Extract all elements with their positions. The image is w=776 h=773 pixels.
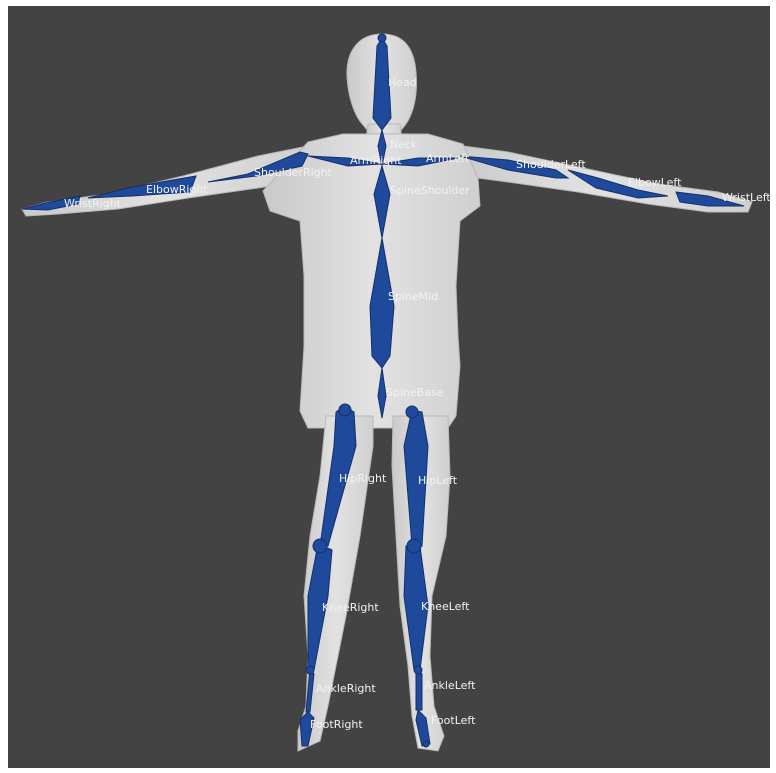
armature[interactable] [22,34,744,747]
ankle-right-joint [306,666,314,674]
label-shoulder-left: ShoulderLeft [516,158,586,171]
label-hip-left: HipLeft [418,474,458,487]
label-spine-mid: SpineMid [388,290,438,303]
label-spine-shoulder: SpineShoulder [390,184,470,197]
label-wrist-left: WristLeft [722,191,770,204]
ankle-left-joint [414,666,422,674]
knee-right-joint [313,539,327,553]
3d-viewport[interactable]: Head Neck ArmRight ArmLeft ShoulderRight… [8,6,770,768]
label-hip-right: HipRight [339,472,387,485]
label-knee-right: KneeRight [322,601,379,614]
label-head: Head [388,76,417,89]
label-elbow-right: ElbowRight [146,183,208,196]
label-arm-right: ArmRight [350,154,402,167]
label-spine-base: SpineBase [386,386,444,399]
label-foot-left: FootLeft [431,714,476,727]
label-ankle-left: AnkleLeft [424,679,476,692]
label-arm-left: ArmLeft [426,152,470,165]
label-ankle-right: AnkleRight [316,682,376,695]
hip-right-joint [339,404,351,416]
viewport-scene: Head Neck ArmRight ArmLeft ShoulderRight… [8,6,770,768]
head-bone-tip [378,34,386,42]
label-foot-right: FootRight [310,718,363,731]
knee-left-joint [407,539,421,553]
label-knee-left: KneeLeft [421,600,470,613]
label-elbow-left: ElbowLeft [628,176,682,189]
hip-left-joint [406,406,418,418]
label-neck: Neck [390,138,418,151]
label-wrist-right: WristRight [64,197,122,210]
label-shoulder-right: ShoulderRight [254,166,333,179]
foot-left-tip [423,741,429,747]
